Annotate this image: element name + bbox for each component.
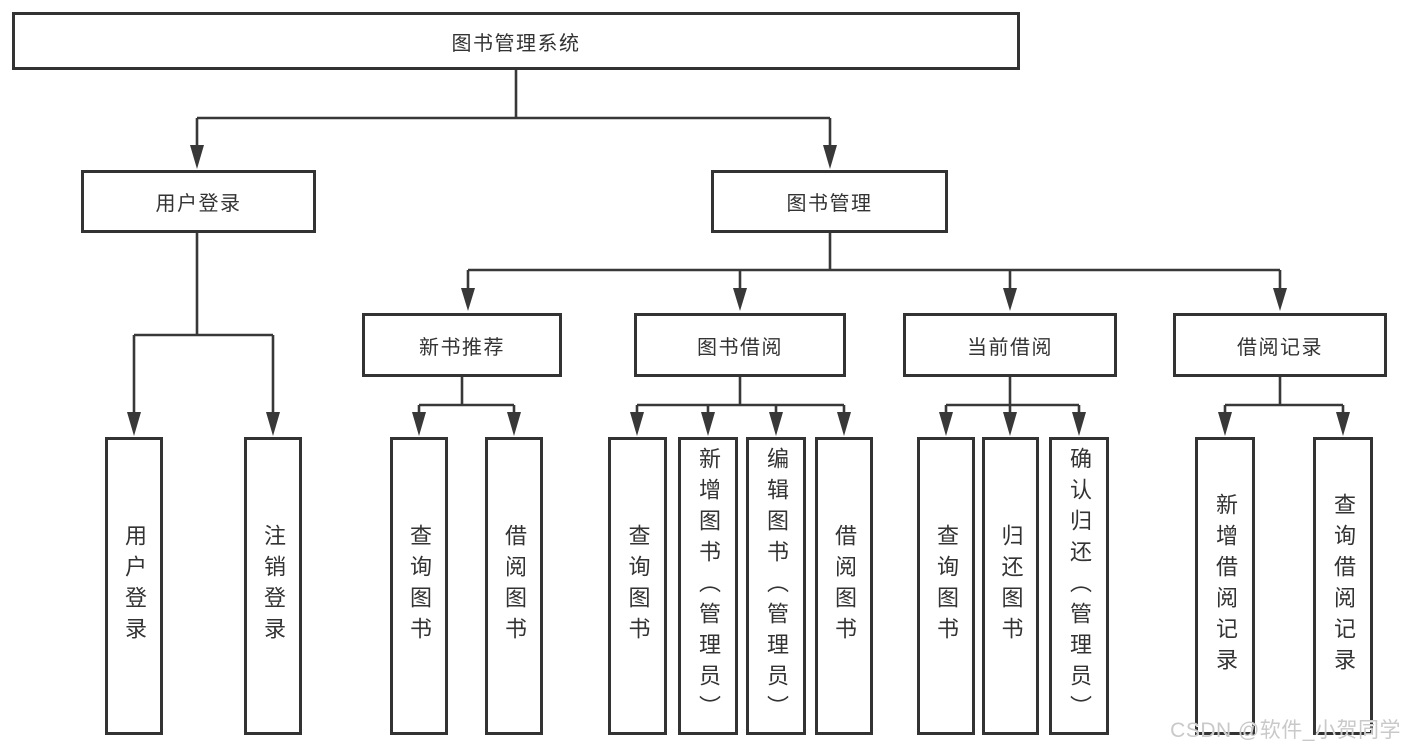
node-book-borrow-label: 图书借阅 — [697, 336, 783, 359]
leaf-confirm-return-admin: 确认归还（管理员） — [1049, 437, 1109, 735]
node-root-label: 图书管理系统 — [451, 32, 581, 55]
leaf-user-login-label: 用户登录 — [122, 524, 147, 648]
node-book-management: 图书管理 — [711, 170, 948, 233]
leaf-borrow-books-recommend-label: 借阅图书 — [502, 524, 527, 648]
leaf-add-borrow-record: 新增借阅记录 — [1195, 437, 1255, 735]
connector-book-management-to-level3 — [461, 233, 1287, 311]
connector-user-login-to-leaves — [127, 233, 280, 436]
leaf-query-books-borrow: 查询图书 — [608, 437, 667, 735]
leaf-add-books-admin: 新增图书（管理员） — [678, 437, 738, 735]
node-current-borrow: 当前借阅 — [903, 313, 1117, 377]
node-user-login-label: 用户登录 — [155, 193, 242, 215]
leaf-borrow-books-recommend: 借阅图书 — [485, 437, 543, 735]
node-current-borrow-label: 当前借阅 — [967, 336, 1053, 359]
leaf-query-books-current-label: 查询图书 — [934, 524, 959, 648]
leaf-logout: 注销登录 — [244, 437, 302, 735]
connector-new-book-recommend-to-leaves — [412, 377, 521, 436]
node-book-borrow: 图书借阅 — [634, 313, 846, 377]
leaf-edit-books-admin-label: 编辑图书（管理员） — [764, 446, 789, 726]
node-root: 图书管理系统 — [12, 12, 1020, 70]
watermark: CSDN @软件_小贺同学 — [1170, 719, 1401, 742]
connector-borrow-records-to-leaves — [1218, 377, 1350, 436]
leaf-query-books-borrow-label: 查询图书 — [625, 524, 651, 648]
leaf-query-borrow-record-label: 查询借阅记录 — [1331, 493, 1356, 679]
node-user-login: 用户登录 — [81, 170, 316, 233]
leaf-query-books-current: 查询图书 — [917, 437, 975, 735]
node-book-management-label: 图书管理 — [786, 193, 873, 215]
leaf-logout-label: 注销登录 — [261, 524, 286, 648]
connector-current-borrow-to-leaves — [939, 377, 1086, 436]
leaf-user-login: 用户登录 — [105, 437, 163, 735]
connector-root-to-level2 — [190, 70, 837, 169]
node-new-book-recommend-label: 新书推荐 — [419, 336, 505, 359]
node-borrow-records-label: 借阅记录 — [1237, 336, 1323, 359]
leaf-borrow-books-label: 借阅图书 — [832, 524, 857, 648]
leaf-query-books-recommend-label: 查询图书 — [407, 524, 432, 648]
leaf-query-borrow-record: 查询借阅记录 — [1313, 437, 1373, 735]
leaf-add-borrow-record-label: 新增借阅记录 — [1213, 493, 1238, 679]
leaf-borrow-books: 借阅图书 — [815, 437, 873, 735]
leaf-edit-books-admin: 编辑图书（管理员） — [746, 437, 806, 735]
node-new-book-recommend: 新书推荐 — [362, 313, 562, 377]
leaf-return-books-label: 归还图书 — [998, 524, 1024, 648]
leaf-confirm-return-admin-label: 确认归还（管理员） — [1067, 446, 1092, 726]
leaf-add-books-admin-label: 新增图书（管理员） — [696, 446, 721, 726]
leaf-query-books-recommend: 查询图书 — [390, 437, 448, 735]
connector-book-borrow-to-leaves — [630, 377, 851, 436]
leaf-return-books: 归还图书 — [982, 437, 1039, 735]
node-borrow-records: 借阅记录 — [1173, 313, 1387, 377]
